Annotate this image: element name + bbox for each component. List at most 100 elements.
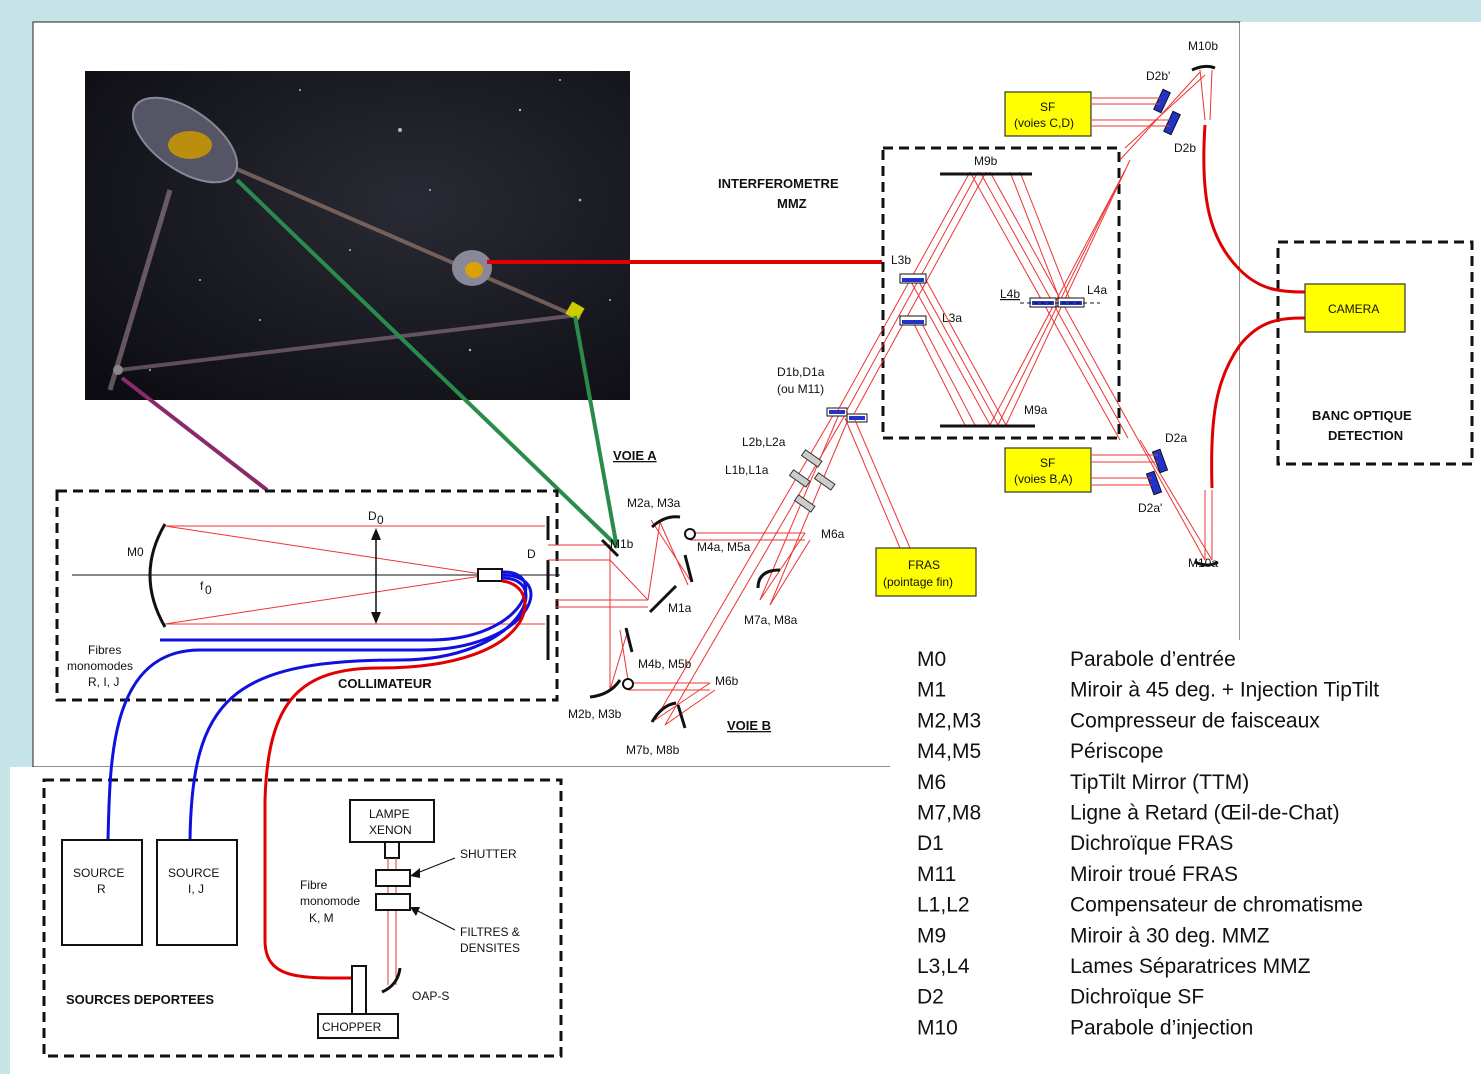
- m4b-m5b-label: M4b, M5b: [638, 657, 692, 671]
- banc-optique-box: [1276, 240, 1474, 466]
- m10a-label: M10a: [1188, 556, 1218, 570]
- filtres-label-2: DENSITES: [460, 941, 520, 955]
- f0-sub-label: 0: [205, 583, 212, 597]
- collimateur-label: COLLIMATEUR: [338, 676, 432, 691]
- sources-panel: [0, 767, 890, 1074]
- legend-description: Lames Séparatrices MMZ: [1070, 955, 1311, 978]
- l1-label: L1b,L1a: [725, 463, 769, 477]
- m2b-m3b-label: M2b, M3b: [568, 707, 622, 721]
- legend-code: D1: [917, 832, 944, 855]
- m9b-label: M9b: [974, 154, 998, 168]
- m0-mirror: [148, 523, 167, 628]
- m1a-label: M1a: [668, 601, 692, 615]
- legend-description: Parabole d’injection: [1070, 1016, 1253, 1039]
- m0-label: M0: [127, 545, 144, 559]
- chopper-label: CHOPPER: [322, 1020, 382, 1034]
- banc-optique-label: BANC OPTIQUE: [1312, 408, 1412, 423]
- source-r-box: [61, 839, 143, 946]
- legend-code: M0: [917, 648, 946, 671]
- detection-label: DETECTION: [1328, 428, 1403, 443]
- legend-code: M10: [917, 1016, 958, 1039]
- legend-code: M9: [917, 924, 946, 947]
- legend-description: Compresseur de faisceaux: [1070, 709, 1320, 732]
- source-r-label-1: SOURCE: [73, 866, 124, 880]
- legend-code: L1,L2: [917, 894, 970, 917]
- m7a-m8a-label: M7a, M8a: [744, 613, 798, 627]
- m7b-m8b-label: M7b, M8b: [626, 743, 680, 757]
- legend-code: M4,M5: [917, 740, 981, 763]
- d2b-prime-label: D2b': [1146, 69, 1170, 83]
- d2b-label: D2b: [1174, 141, 1196, 155]
- voie-b-label: VOIE B: [727, 718, 771, 733]
- legend-code: M1: [917, 679, 946, 702]
- source-r-label-2: R: [97, 882, 106, 896]
- legend-description: Ligne à Retard (Œil-de-Chat): [1070, 802, 1340, 825]
- legend-description: Périscope: [1070, 740, 1163, 763]
- legend-description: Compensateur de chromatisme: [1070, 894, 1363, 917]
- oap-s-label: OAP-S: [412, 989, 449, 1003]
- m2a-m3a-label: M2a, M3a: [627, 496, 681, 510]
- legend-description: Miroir à 45 deg. + Injection TipTilt: [1070, 679, 1379, 702]
- legend-panel: [890, 640, 1481, 1074]
- chopper-box: [317, 1013, 399, 1039]
- sf-cd-label-1: SF: [1040, 100, 1055, 114]
- m1b-label: M1b: [610, 537, 634, 551]
- fibre-km-label-1: Fibre: [300, 878, 328, 892]
- d-label: D: [527, 547, 536, 561]
- fibres-label-2: monomodes: [67, 659, 133, 673]
- sf-cd-box: [1004, 91, 1092, 137]
- fibre-km-label-3: K, M: [309, 911, 334, 925]
- filtres-label-1: FILTRES &: [460, 925, 520, 939]
- source-ij-label-1: SOURCE: [168, 866, 219, 880]
- m9a-label: M9a: [1024, 403, 1048, 417]
- space-image: [85, 71, 630, 400]
- legend-description: Miroir à 30 deg. MMZ: [1070, 924, 1270, 947]
- lampe-label-2: XENON: [369, 823, 412, 837]
- d2a-prime-label: D2a': [1138, 501, 1162, 515]
- d1-label: D1b,D1a: [777, 365, 825, 379]
- voie-a-label: VOIE A: [613, 448, 657, 463]
- ou-m11-label: (ou M11): [777, 382, 824, 396]
- source-ij-box: [156, 839, 238, 946]
- legend-code: D2: [917, 986, 944, 1009]
- d2a-label: D2a: [1165, 431, 1187, 445]
- fibres-label-3: R, I, J: [88, 675, 119, 689]
- m6a-label: M6a: [821, 527, 845, 541]
- m6b-label: M6b: [715, 674, 739, 688]
- f0-label: f: [200, 579, 204, 593]
- l4a-label: L4a: [1087, 283, 1107, 297]
- fras-box: [875, 547, 977, 597]
- legend-description: Parabole d’entrée: [1070, 648, 1236, 671]
- legend-description: TipTilt Mirror (TTM): [1070, 771, 1249, 794]
- m4a-m5a-label: M4a, M5a: [697, 540, 751, 554]
- l2-label: L2b,L2a: [742, 435, 786, 449]
- fibres-label-1: Fibres: [88, 643, 121, 657]
- legend-description: Dichroïque SF: [1070, 986, 1204, 1009]
- fras-label-2: (pointage fin): [883, 575, 953, 589]
- m10b-label: M10b: [1188, 39, 1218, 53]
- legend-code: L3,L4: [917, 955, 970, 978]
- interferometre-label: INTERFEROMETRE: [718, 176, 839, 191]
- shutter-label: SHUTTER: [460, 847, 517, 861]
- sources-deportees-label: SOURCES DEPORTEES: [66, 992, 214, 1007]
- legend-code: M11: [917, 863, 956, 886]
- sf-ba-label-1: SF: [1040, 456, 1055, 470]
- mmz-label: MMZ: [777, 196, 807, 211]
- fras-label-1: FRAS: [908, 558, 940, 572]
- legend-code: M2,M3: [917, 709, 981, 732]
- legend-description: Dichroïque FRAS: [1070, 832, 1233, 855]
- collimateur-box: [55, 489, 559, 702]
- d0-label: D: [368, 509, 377, 523]
- legend-code: M7,M8: [917, 802, 981, 825]
- sf-ba-label-2: (voies B,A): [1014, 472, 1073, 486]
- legend-description: Miroir troué FRAS: [1070, 863, 1238, 886]
- d0-sub-label: 0: [377, 513, 384, 527]
- camera-box: [1304, 283, 1406, 333]
- fibre-km-label-2: monomode: [300, 894, 360, 908]
- sources-box: [42, 778, 563, 1058]
- lampe-box: [349, 799, 435, 843]
- l3a-label: L3a: [942, 311, 962, 325]
- interferometre-box: [881, 146, 1121, 440]
- legend-code: M6: [917, 771, 946, 794]
